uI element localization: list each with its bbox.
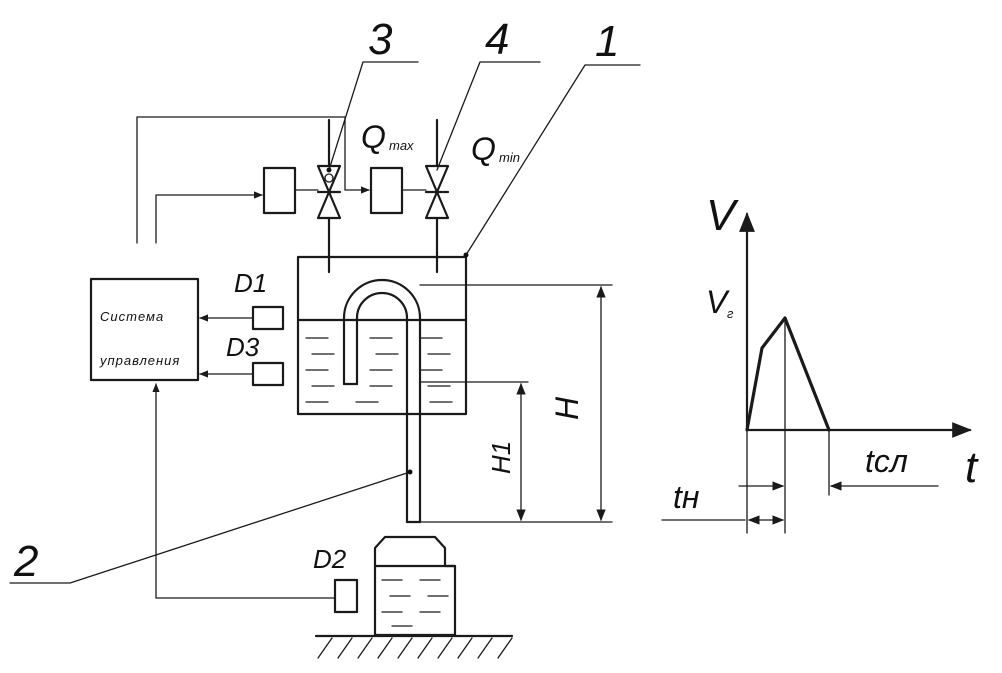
control-lines [136,116,370,244]
sensor-d1 [251,305,285,331]
sensor-d3-label: D3 [226,332,260,362]
leader-dot-3 [326,167,332,173]
peak-vg-subscript: г [727,306,734,321]
tn-label: tн [673,479,700,515]
part-number-4: 4 [485,15,509,64]
part-number-3: 3 [368,15,393,64]
peak-vg-label: V [706,284,730,320]
velocity-curve [745,316,831,432]
leader-dot-2 [407,469,413,475]
upper-tank [296,255,468,416]
valve-3-qmax [316,164,342,220]
qmax-subscript: max [389,138,414,153]
sensor-d1-label: D1 [234,268,267,298]
velocity-graph [661,212,972,534]
dimension-h1-label: H1 [486,441,516,474]
part-number-2: 2 [13,537,38,586]
part-number-1: 1 [595,17,619,66]
actuator-valve-3 [262,166,297,215]
leader-lines [9,61,641,584]
tsl-label: tсл [865,443,908,479]
dimension-h-label: H [549,396,585,420]
sensor-d3 [251,361,285,387]
valve-4-qmin [424,164,450,220]
axis-v-label: V [706,191,739,240]
leader-dot-1 [463,252,469,258]
control-system-label-1: Система [100,309,164,324]
siphon-tube [342,278,422,524]
qmax-label: Q [361,119,386,155]
sensor-d2 [333,578,359,614]
qmin-label: Q [471,131,496,167]
axis-t-label: t [965,443,979,492]
ground-hatching [314,634,514,659]
control-system-label-2: управления [99,353,180,368]
receiving-vessel [373,535,457,637]
qmin-subscript: min [499,150,520,165]
actuator-valve-4 [369,166,404,215]
control-system-box [89,277,200,382]
dimension-lines [419,284,613,523]
sensor-d2-label: D2 [313,544,347,574]
